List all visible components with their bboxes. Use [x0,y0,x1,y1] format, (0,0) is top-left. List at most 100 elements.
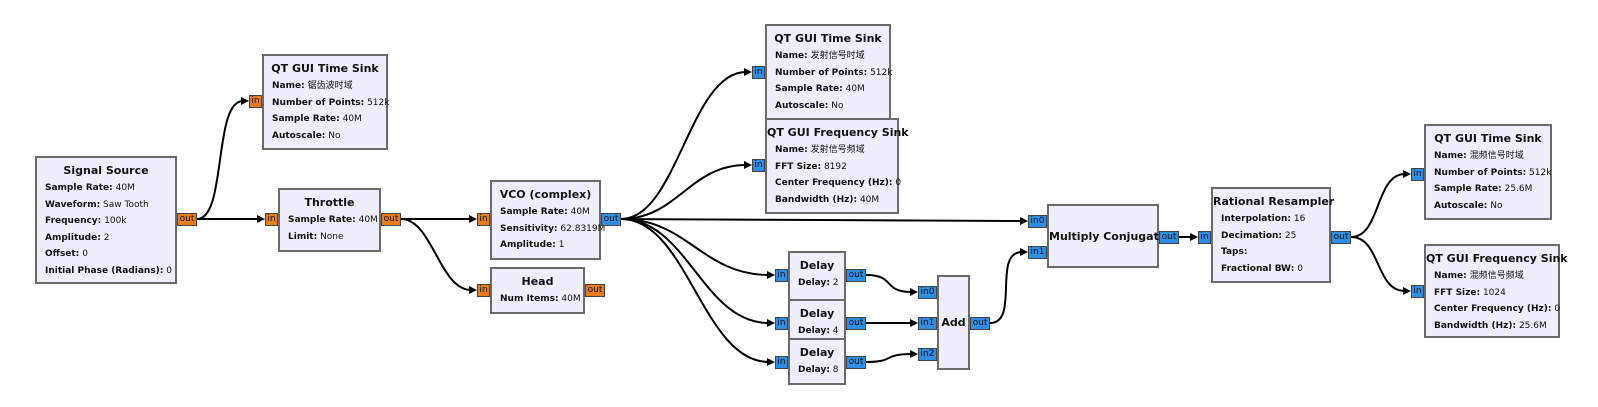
param-value: 混频信号频域 [1469,271,1524,281]
param-row: Interpolation: 16 [1213,211,1329,228]
param-row: Frequency: 100k [37,213,175,230]
param-row: Autoscale: No [767,98,889,115]
param-key: Bandwidth (Hz): [775,194,858,205]
param-key: Sample Rate: [775,84,843,94]
param-row: Sample Rate: 40M [767,81,889,98]
output-port-out[interactable]: out [970,317,990,330]
param-value: 2 [832,278,839,288]
input-port-in[interactable]: in [477,213,490,226]
input-port-in[interactable]: in [775,269,788,282]
output-port-out[interactable]: out [1159,231,1179,244]
output-port-out[interactable]: out [846,269,866,282]
param-row: Initial Phase (Radians): 0 [37,263,175,280]
input-port-in[interactable]: in [477,284,490,297]
wire-arrowhead [469,286,477,294]
param-key: Fractional BW: [1221,263,1295,274]
input-port-in[interactable]: in [775,356,788,369]
input-port-in[interactable]: in [265,213,278,226]
output-port-out[interactable]: out [846,317,866,330]
param-key: Name: [775,51,808,61]
block-title: Delay [799,346,835,359]
connection-wire [620,218,770,324]
output-port-out[interactable]: out [585,284,605,297]
wire-arrowhead [469,215,477,223]
param-row: Sample Rate: 40M [264,111,386,128]
param-value: 0 [895,178,902,188]
param-value: 40M [859,194,880,205]
input-port-in[interactable]: in [1411,285,1424,298]
wire-arrowhead [910,288,918,296]
input-port-in[interactable]: in [249,95,262,108]
param-value: 0 [166,265,172,276]
param-row: Name: 混频信号时域 [1426,148,1550,165]
param-row: Delay: 4 [790,323,844,340]
input-port-in1[interactable]: in1 [1028,246,1047,259]
param-key: Sample Rate: [500,207,568,217]
block-multiply-conjugate[interactable]: Multiply Conjugate [1047,204,1167,268]
param-key: Num Items: [500,294,559,304]
input-port-in[interactable]: in [775,317,788,330]
param-key: Name: [775,145,808,155]
param-value: No [328,130,341,141]
param-key: Number of Points: [1434,167,1527,178]
input-port-in2[interactable]: in2 [918,348,937,361]
param-value: 40M [342,114,362,124]
output-port-out[interactable]: out [177,213,197,226]
output-port-out[interactable]: out [381,213,401,226]
input-port-in0[interactable]: in0 [1028,215,1047,228]
output-port-out[interactable]: out [1331,231,1351,244]
wire-arrowhead [1190,233,1198,241]
input-port-in[interactable]: in [752,159,765,172]
wire-arrowhead [767,358,775,366]
param-row: FFT Size: 8192 [767,159,897,176]
block-title: Throttle [304,196,355,209]
param-key: Limit: [288,231,318,242]
input-port-in0[interactable]: in0 [918,286,937,299]
param-row: Amplitude: 1 [492,237,599,254]
block-add[interactable]: Add [937,275,970,370]
input-port-in1[interactable]: in1 [918,317,937,330]
param-value: 512k [367,97,390,108]
param-value: 62.8319M [560,223,606,234]
param-key: Center Frequency (Hz): [1434,304,1552,314]
param-value: 混频信号时域 [1469,151,1524,161]
param-value: None [320,231,344,242]
wire-arrowhead [910,319,918,327]
output-port-out[interactable]: out [601,213,621,226]
block-title: QT GUI Time Sink [271,62,379,75]
param-row: Num Items: 40M [492,291,583,308]
connection-wire [1350,173,1406,238]
param-row: Sample Rate: 25.6M [1426,181,1550,198]
param-key: Sample Rate: [272,114,340,124]
input-port-in[interactable]: in [1198,231,1211,244]
connection-wire [865,274,913,293]
param-key: Initial Phase (Radians): [45,265,164,276]
param-value: 40M [845,84,865,94]
output-port-out[interactable]: out [846,356,866,369]
block-title: Multiply Conjugate [1049,230,1167,243]
wire-arrowhead [767,271,775,279]
param-value: 1024 [1482,287,1506,298]
param-key: Center Frequency (Hz): [775,178,893,188]
connection-wire [989,251,1023,324]
wire-arrowhead [1403,287,1411,295]
input-port-in[interactable]: in [752,66,765,79]
param-value: 0 [1554,304,1561,314]
param-value: 40M [561,294,581,304]
param-key: Waveform: [45,199,101,210]
input-port-in[interactable]: in [1411,168,1424,181]
